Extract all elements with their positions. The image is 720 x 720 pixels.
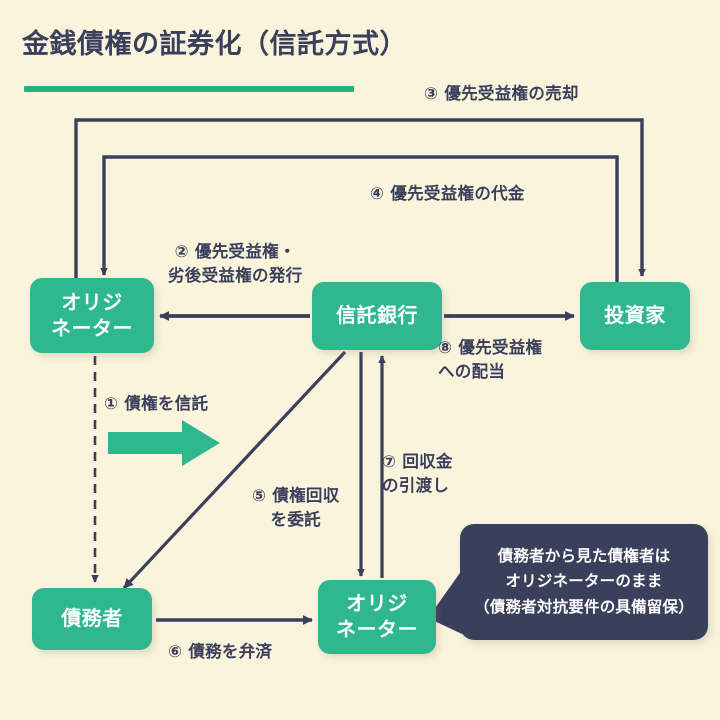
callout-note: 債務者から見た債権者は オリジネーターのまま （債務者対抗要件の具備留保）	[460, 524, 708, 640]
flow-arrow-3	[74, 118, 646, 278]
node-originator-top[interactable]: オリジ ネーター	[30, 278, 154, 353]
flow-label-1: ① 債権を信託	[104, 392, 208, 416]
flow-label-3: ③ 優先受益権の売却	[424, 82, 579, 106]
flow-label-2-line-2: 劣後受益権の発行	[168, 265, 303, 285]
page-title: 金銭債権の証券化（信託方式）	[22, 29, 407, 60]
flow-label-4: ④ 優先受益権の代金	[370, 182, 525, 206]
node-originator-top-line-2: ネーター	[51, 315, 133, 340]
node-originator-bottom[interactable]: オリジ ネーター	[318, 580, 436, 654]
flow-label-2-line-1: ② 優先受益権・	[174, 242, 296, 261]
flow-arrow-4	[100, 155, 619, 282]
callout-line-3: （債務者対抗要件の具備留保）	[474, 597, 694, 616]
callout-line-2: オリジネーターのまま	[505, 572, 663, 591]
flow-label-8-line-1: ⑧ 優先受益権	[438, 338, 543, 357]
flow-label-8: ⑧ 優先受益権 への配当	[438, 336, 542, 384]
flow-label-7-line-1: ⑦ 回収金	[382, 452, 453, 471]
node-trust-bank-label: 信託銀行	[336, 303, 418, 328]
node-investor-label: 投資家	[604, 303, 666, 328]
flow-label-7-line-2: の引渡し	[382, 475, 450, 495]
node-originator-bottom-line-1: オリジ	[346, 591, 408, 616]
flow-label-5: ⑤ 債権回収 を委託	[252, 484, 340, 532]
title-underline-rule	[24, 86, 354, 92]
flow-label-1-line-1: ① 債権を信託	[104, 394, 209, 413]
node-originator-top-line-1: オリジ	[61, 289, 123, 314]
node-originator-bottom-line-2: ネーター	[336, 617, 418, 641]
node-investor[interactable]: 投資家	[580, 282, 690, 350]
flow-label-4-line-1: ④ 優先受益権の代金	[370, 184, 525, 203]
callout-pointer	[428, 570, 462, 634]
flow-label-7: ⑦ 回収金 の引渡し	[382, 450, 453, 498]
flow-label-5-line-1: ⑤ 債権回収	[252, 486, 340, 505]
flow-label-6: ⑥ 債務を弁済	[168, 640, 272, 664]
block-arrow-trust-claim	[108, 420, 220, 466]
node-debtor[interactable]: 債務者	[32, 588, 152, 650]
flow-label-6-line-1: ⑥ 債務を弁済	[168, 642, 273, 661]
flow-arrow-trustbank-to-debtor	[122, 350, 347, 590]
flow-label-3-line-1: ③ 優先受益権の売却	[424, 84, 579, 103]
node-trust-bank[interactable]: 信託銀行	[312, 282, 442, 350]
flow-label-5-line-2: を委託	[270, 509, 321, 529]
flow-label-2: ② 優先受益権・ 劣後受益権の発行	[168, 240, 302, 288]
node-debtor-label: 債務者	[61, 606, 123, 631]
flow-label-8-line-2: への配当	[438, 361, 506, 381]
callout-line-1: 債務者から見た債権者は	[497, 547, 671, 566]
